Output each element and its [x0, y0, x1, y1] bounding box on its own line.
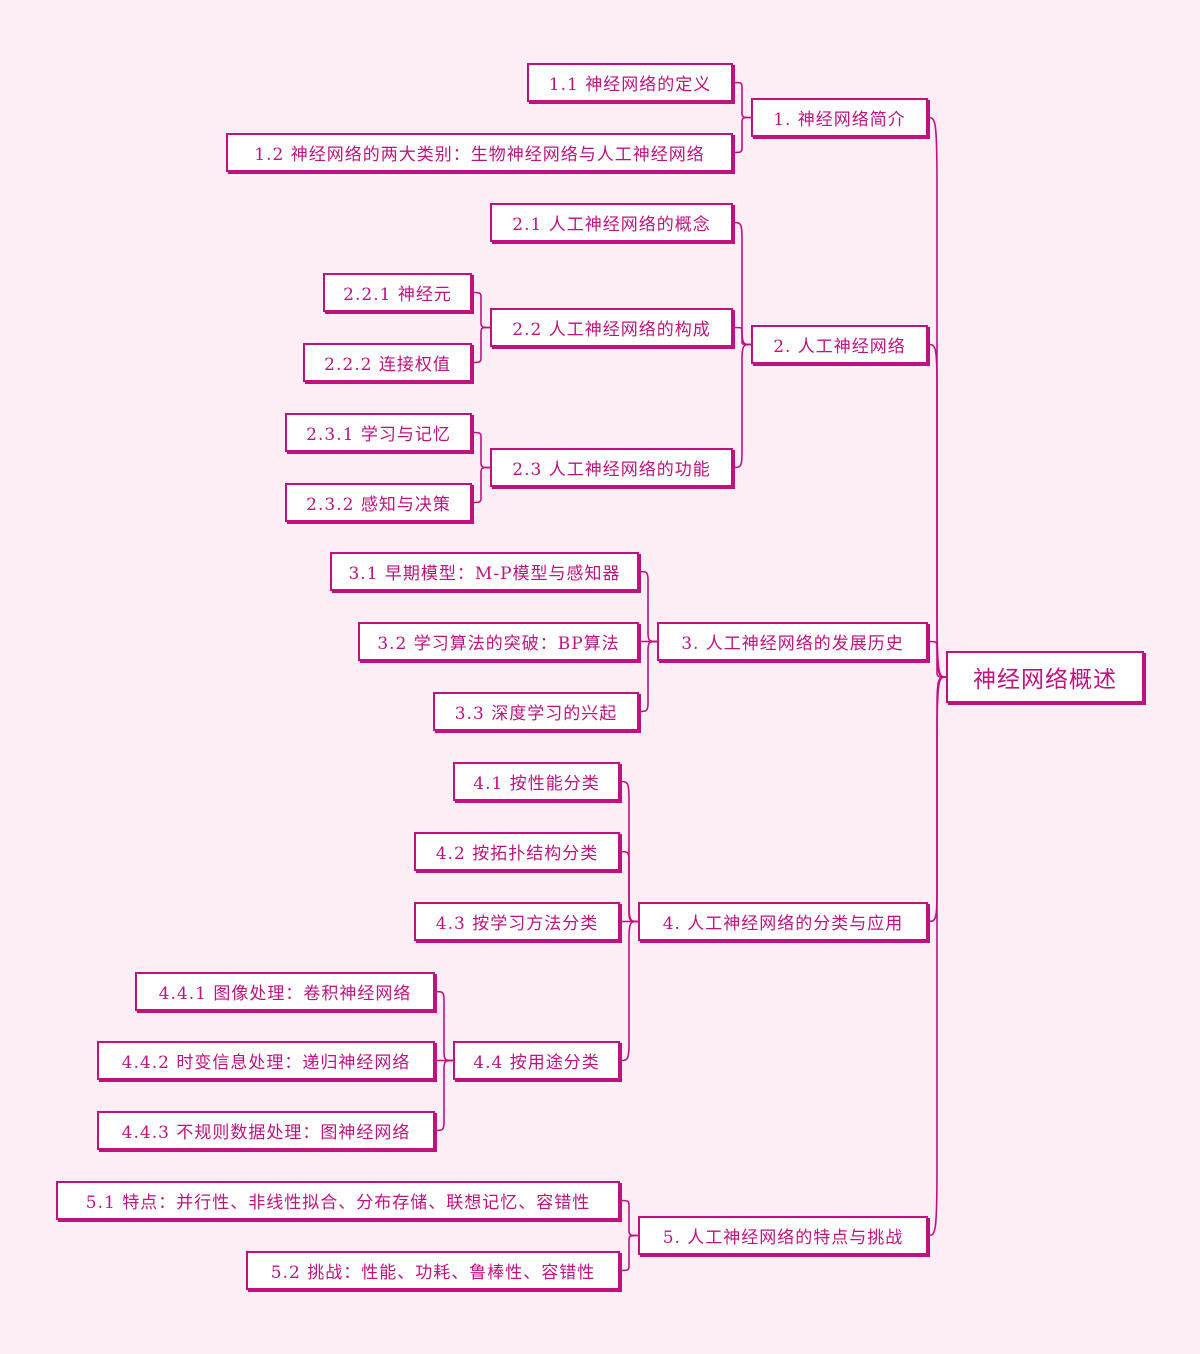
- connector-node-2-to-node-2-1: [732, 221, 752, 346]
- node-3-1[interactable]: 3.1 早期模型：M-P模型与感知器: [330, 552, 639, 591]
- connector-node-4-to-node-4-4: [619, 920, 639, 1062]
- node-4-1[interactable]: 4.1 按性能分类: [453, 762, 620, 801]
- node-4-4-1[interactable]: 4.4.1 图像处理：卷积神经网络: [135, 972, 435, 1011]
- root-node[interactable]: 神经网络概述: [946, 651, 1144, 703]
- connector-node-3-to-node-3-3: [638, 640, 658, 713]
- connector-node-2-to-node-2-3: [732, 343, 752, 469]
- connector-root-node-to-node-3: [927, 640, 947, 678]
- node-4[interactable]: 4. 人工神经网络的分类与应用: [638, 902, 928, 941]
- connector-node-2-2-to-node-2-2-1: [471, 291, 491, 329]
- connector-node-4-4-to-node-4-4-3: [434, 1059, 454, 1132]
- node-4-3[interactable]: 4.3 按学习方法分类: [414, 902, 620, 941]
- connector-node-2-3-to-node-2-3-1: [471, 431, 491, 469]
- node-4-4-2[interactable]: 4.4.2 时变信息处理：递归神经网络: [97, 1041, 435, 1080]
- connector-node-4-4-to-node-4-4-1: [434, 990, 454, 1062]
- connector-root-node-to-node-2: [927, 343, 947, 678]
- node-1-1[interactable]: 1.1 神经网络的定义: [527, 63, 733, 102]
- node-2-2[interactable]: 2.2 人工神经网络的构成: [490, 308, 733, 347]
- node-5-1[interactable]: 5.1 特点：并行性、非线性拟合、分布存储、联想记忆、容错性: [56, 1181, 620, 1220]
- node-2-1[interactable]: 2.1 人工神经网络的概念: [490, 203, 733, 242]
- connector-node-5-to-node-5-1: [619, 1199, 639, 1237]
- node-4-2[interactable]: 4.2 按拓扑结构分类: [414, 832, 620, 871]
- connector-node-1-to-node-1-2: [732, 116, 752, 154]
- connector-node-1-to-node-1-1: [732, 81, 752, 119]
- node-3-3[interactable]: 3.3 深度学习的兴起: [433, 692, 639, 731]
- node-5[interactable]: 5. 人工神经网络的特点与挑战: [638, 1216, 928, 1255]
- node-2-3-1[interactable]: 2.3.1 学习与记忆: [285, 413, 472, 452]
- connector-root-node-to-node-5: [927, 676, 947, 1237]
- connector-node-2-3-to-node-2-3-2: [471, 466, 491, 504]
- node-2-2-1[interactable]: 2.2.1 神经元: [323, 273, 472, 312]
- node-4-4[interactable]: 4.4 按用途分类: [453, 1041, 620, 1080]
- node-2-3[interactable]: 2.3 人工神经网络的功能: [490, 448, 733, 487]
- connector-node-2-2-to-node-2-2-2: [471, 326, 491, 364]
- node-1[interactable]: 1. 神经网络简介: [751, 98, 928, 137]
- node-4-4-3[interactable]: 4.4.3 不规则数据处理：图神经网络: [97, 1111, 435, 1150]
- node-3[interactable]: 3. 人工神经网络的发展历史: [657, 622, 928, 661]
- connector-node-2-to-node-2-2: [732, 326, 752, 346]
- connector-node-3-to-node-3-1: [638, 570, 658, 643]
- connector-node-5-to-node-5-2: [619, 1234, 639, 1272]
- node-3-2[interactable]: 3.2 学习算法的突破：BP算法: [358, 622, 639, 661]
- node-2-2-2[interactable]: 2.2.2 连接权值: [303, 343, 472, 382]
- node-2[interactable]: 2. 人工神经网络: [751, 325, 928, 364]
- node-5-2[interactable]: 5.2 挑战：性能、功耗、鲁棒性、容错性: [246, 1251, 620, 1290]
- node-2-3-2[interactable]: 2.3.2 感知与决策: [285, 483, 472, 522]
- node-1-2[interactable]: 1.2 神经网络的两大类别：生物神经网络与人工神经网络: [226, 133, 733, 172]
- connector-node-4-to-node-4-2: [619, 850, 639, 923]
